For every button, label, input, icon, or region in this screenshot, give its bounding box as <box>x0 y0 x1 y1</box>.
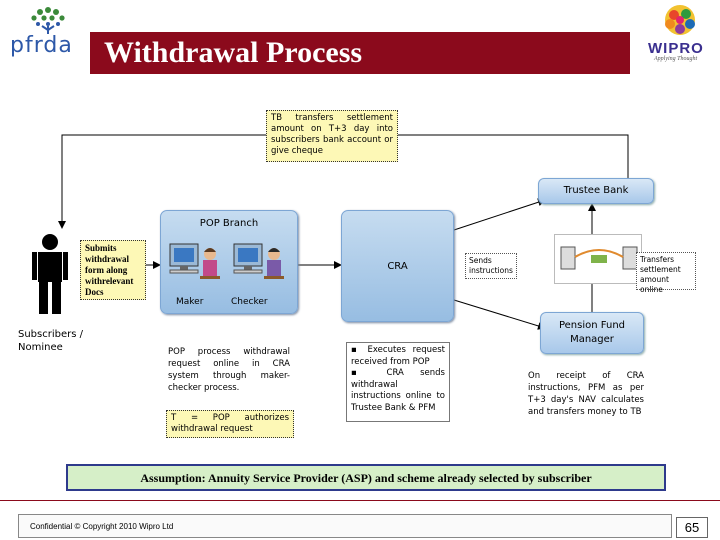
pfm-process-text: On receipt of CRA instructions, PFM as p… <box>528 371 644 417</box>
subscriber-person-icon <box>32 234 68 314</box>
wipro-flower-icon <box>665 5 695 35</box>
transfers-settlement-label: Transfers settlement amount online <box>636 252 696 294</box>
tb-transfer-note: TB transfers settlement amount on T+3 da… <box>266 110 398 162</box>
maker-label: Maker <box>176 297 204 307</box>
wipro-logo <box>640 0 720 80</box>
footer-bar <box>18 514 672 538</box>
assumption-banner: Assumption: Annuity Service Provider (AS… <box>66 464 666 491</box>
title-bar <box>90 32 630 74</box>
pop-process-text: POP process withdrawal request online in… <box>168 347 290 393</box>
pfrda-logo-text: pfrda <box>10 33 73 58</box>
pfm-box: Pension Fund Manager <box>540 312 644 354</box>
online-transfer-image <box>554 234 642 284</box>
wipro-logo-text: WIPRO <box>648 40 704 57</box>
cra-executes-box: ▪ Executes request received from POP ▪ C… <box>346 342 450 422</box>
pop-authorizes-note: T = POP authorizes withdrawal request <box>166 410 294 438</box>
wipro-tagline: Applying Thought <box>654 56 698 62</box>
page-title: Withdrawal Process <box>104 36 363 69</box>
checker-label: Checker <box>231 297 268 307</box>
pop-branch-label: POP Branch <box>199 218 259 229</box>
online-transfer-icon <box>560 246 638 270</box>
cra-panel <box>341 210 454 322</box>
page-number: 65 <box>676 517 708 538</box>
checker-computer-icon <box>233 243 284 279</box>
footer-divider <box>0 500 720 501</box>
trustee-bank-box: Trustee Bank <box>538 178 654 204</box>
cra-to-pfm-line <box>453 299 546 330</box>
pfrda-tree-icon <box>31 7 65 34</box>
cra-to-tb-line <box>453 198 546 231</box>
subscriber-label: Subscribers / Nominee <box>18 329 83 353</box>
cra-label: CRA <box>387 261 408 272</box>
sends-instructions-label: Sends instructions <box>465 253 517 279</box>
pfrda-logo <box>8 0 88 80</box>
footer-copyright: Confidential © Copyright 2010 Wipro Ltd <box>30 522 174 531</box>
maker-computer-icon <box>169 243 220 279</box>
submits-form-note: Submits withdrawal form along withreleva… <box>80 240 146 300</box>
cra-exec-point-1: ▪ Executes request received from POP <box>351 345 445 367</box>
cra-exec-point-2: ▪ CRA sends withdrawal instructions onli… <box>351 368 445 413</box>
